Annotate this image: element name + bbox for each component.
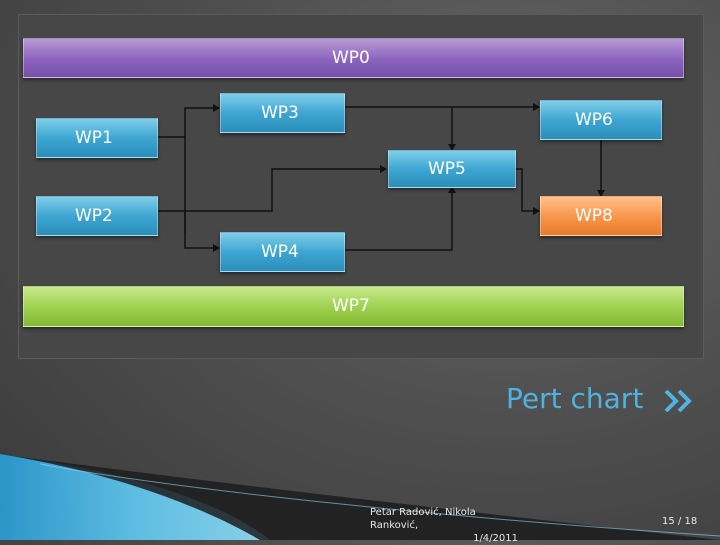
node-wp6: WP6: [540, 100, 662, 140]
node-wp5: WP5: [388, 150, 516, 188]
node-wp8: WP8: [540, 196, 662, 236]
node-wp2: WP2: [36, 196, 158, 236]
edge-wp5-wp8: [516, 168, 540, 215]
footer-date: 1/4/2011: [473, 533, 518, 544]
authors-text: Petar Radović, Nikola Ranković,: [370, 507, 476, 531]
footer-authors: Petar Radović, Nikola Ranković, 1/4/2011: [370, 506, 518, 545]
node-wp0: WP0: [23, 38, 684, 78]
chevron-right-icon: [664, 389, 692, 413]
node-wp4: WP4: [220, 232, 345, 272]
node-wp3: WP3: [220, 93, 345, 133]
edge-wp2-wp5: [185, 165, 387, 212]
edge-wp2-wp4: [158, 210, 220, 252]
footer-swoosh: [0, 454, 720, 540]
edge-wp4-wp5: [345, 186, 456, 251]
node-wp1: WP1: [36, 118, 158, 158]
slide-title: Pert chart: [506, 382, 644, 415]
node-wp7: WP7: [23, 286, 684, 327]
edge-wp1-wp3: [158, 104, 220, 138]
page-number: 15 / 18: [662, 516, 698, 527]
